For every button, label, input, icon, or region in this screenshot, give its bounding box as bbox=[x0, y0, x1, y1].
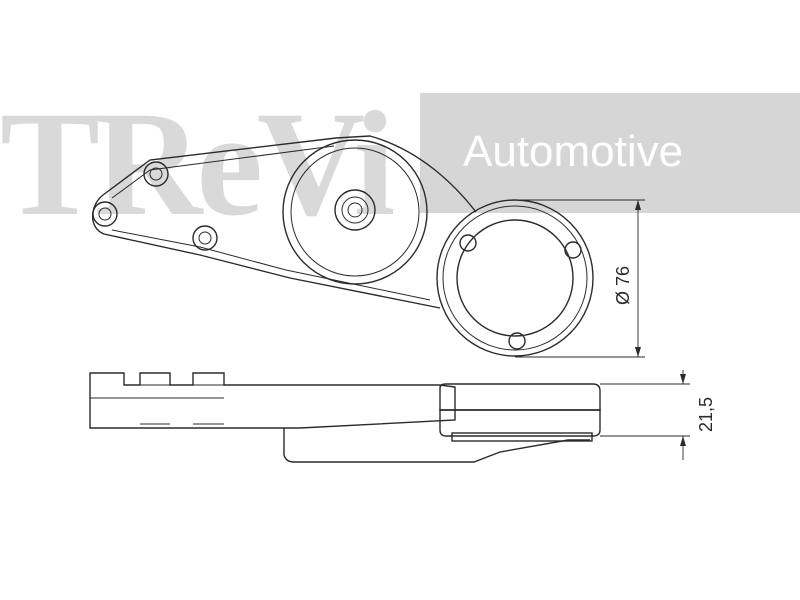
diameter-dimension: Ø 76 bbox=[515, 199, 645, 358]
pulley-bolt-2 bbox=[564, 241, 582, 259]
mounting-hole-bottom bbox=[192, 225, 218, 251]
side-view: 21,5 bbox=[89, 370, 716, 463]
tensioner-arm-inner bbox=[111, 145, 431, 301]
height-dimension: 21,5 bbox=[600, 370, 716, 460]
diameter-label: Ø 76 bbox=[613, 266, 633, 305]
mounting-hole-top bbox=[143, 161, 169, 187]
pulley-bolt-1 bbox=[459, 234, 477, 252]
brand-watermark: TReVi Automotive bbox=[0, 81, 800, 247]
watermark-panel bbox=[420, 93, 800, 213]
tensioner-arm-outline bbox=[91, 135, 477, 309]
tensioner-body bbox=[282, 139, 428, 285]
mounting-hole-left bbox=[92, 201, 118, 227]
top-view: Ø 76 bbox=[91, 135, 645, 358]
side-pulley bbox=[439, 383, 601, 442]
side-base-plate bbox=[89, 372, 456, 429]
height-label: 21,5 bbox=[696, 397, 716, 432]
pulley bbox=[436, 199, 594, 357]
watermark-tagline: Automotive bbox=[463, 127, 683, 176]
side-lower-arm bbox=[283, 428, 590, 463]
pulley-bolt-3 bbox=[508, 332, 526, 350]
